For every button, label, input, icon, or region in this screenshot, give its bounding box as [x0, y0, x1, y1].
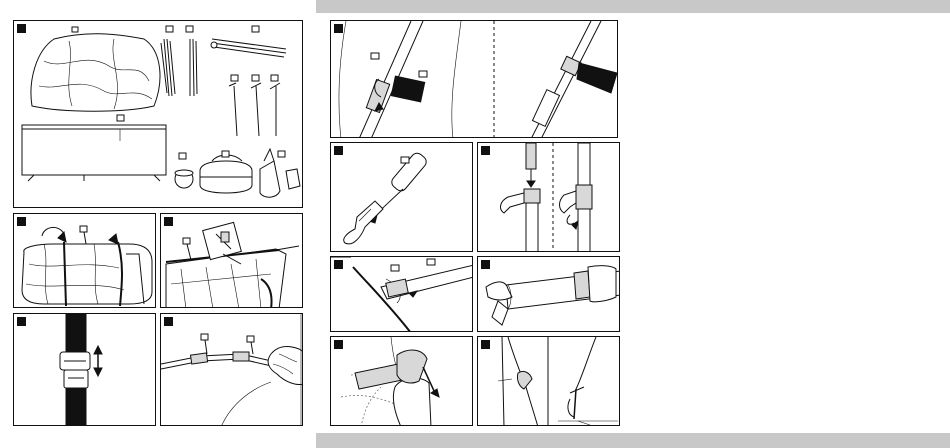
figure-insert-pole-corner — [160, 213, 303, 308]
hook-attach-illustration — [478, 143, 620, 252]
figure-buckle-adjust — [13, 313, 156, 426]
hook-icon — [344, 201, 383, 244]
arrow-icon — [94, 346, 102, 354]
figure-pole-corner-pocket — [330, 256, 473, 332]
figure-velcro-wrap — [477, 256, 620, 332]
pole-assembly-illustration — [161, 314, 303, 426]
hand-icon — [268, 347, 303, 385]
parts-illustration — [14, 21, 303, 208]
tip-hook-illustration — [331, 143, 473, 252]
guy-line-illustration — [478, 337, 620, 426]
figure-strap-tighten — [330, 336, 473, 426]
buckle-illustration — [14, 314, 156, 426]
peg-icon — [574, 389, 576, 419]
sleeve-illustration — [331, 21, 618, 138]
figure-pole-sleeve — [330, 20, 618, 138]
footer-bar — [316, 433, 950, 448]
figure-parts-overview — [13, 20, 303, 208]
velcro-illustration — [478, 257, 620, 332]
figure-pole-assembly — [160, 313, 303, 426]
figure-pole-tip-hook — [330, 142, 473, 252]
corner-pocket-illustration — [331, 257, 473, 332]
figure-unpack-bag — [13, 213, 156, 308]
strap-illustration — [331, 337, 473, 426]
figure-guy-line-peg — [477, 336, 620, 426]
figure-hook-attach — [477, 142, 620, 252]
corner-illustration — [161, 214, 303, 308]
header-bar — [316, 0, 950, 13]
unpack-illustration — [14, 214, 156, 308]
